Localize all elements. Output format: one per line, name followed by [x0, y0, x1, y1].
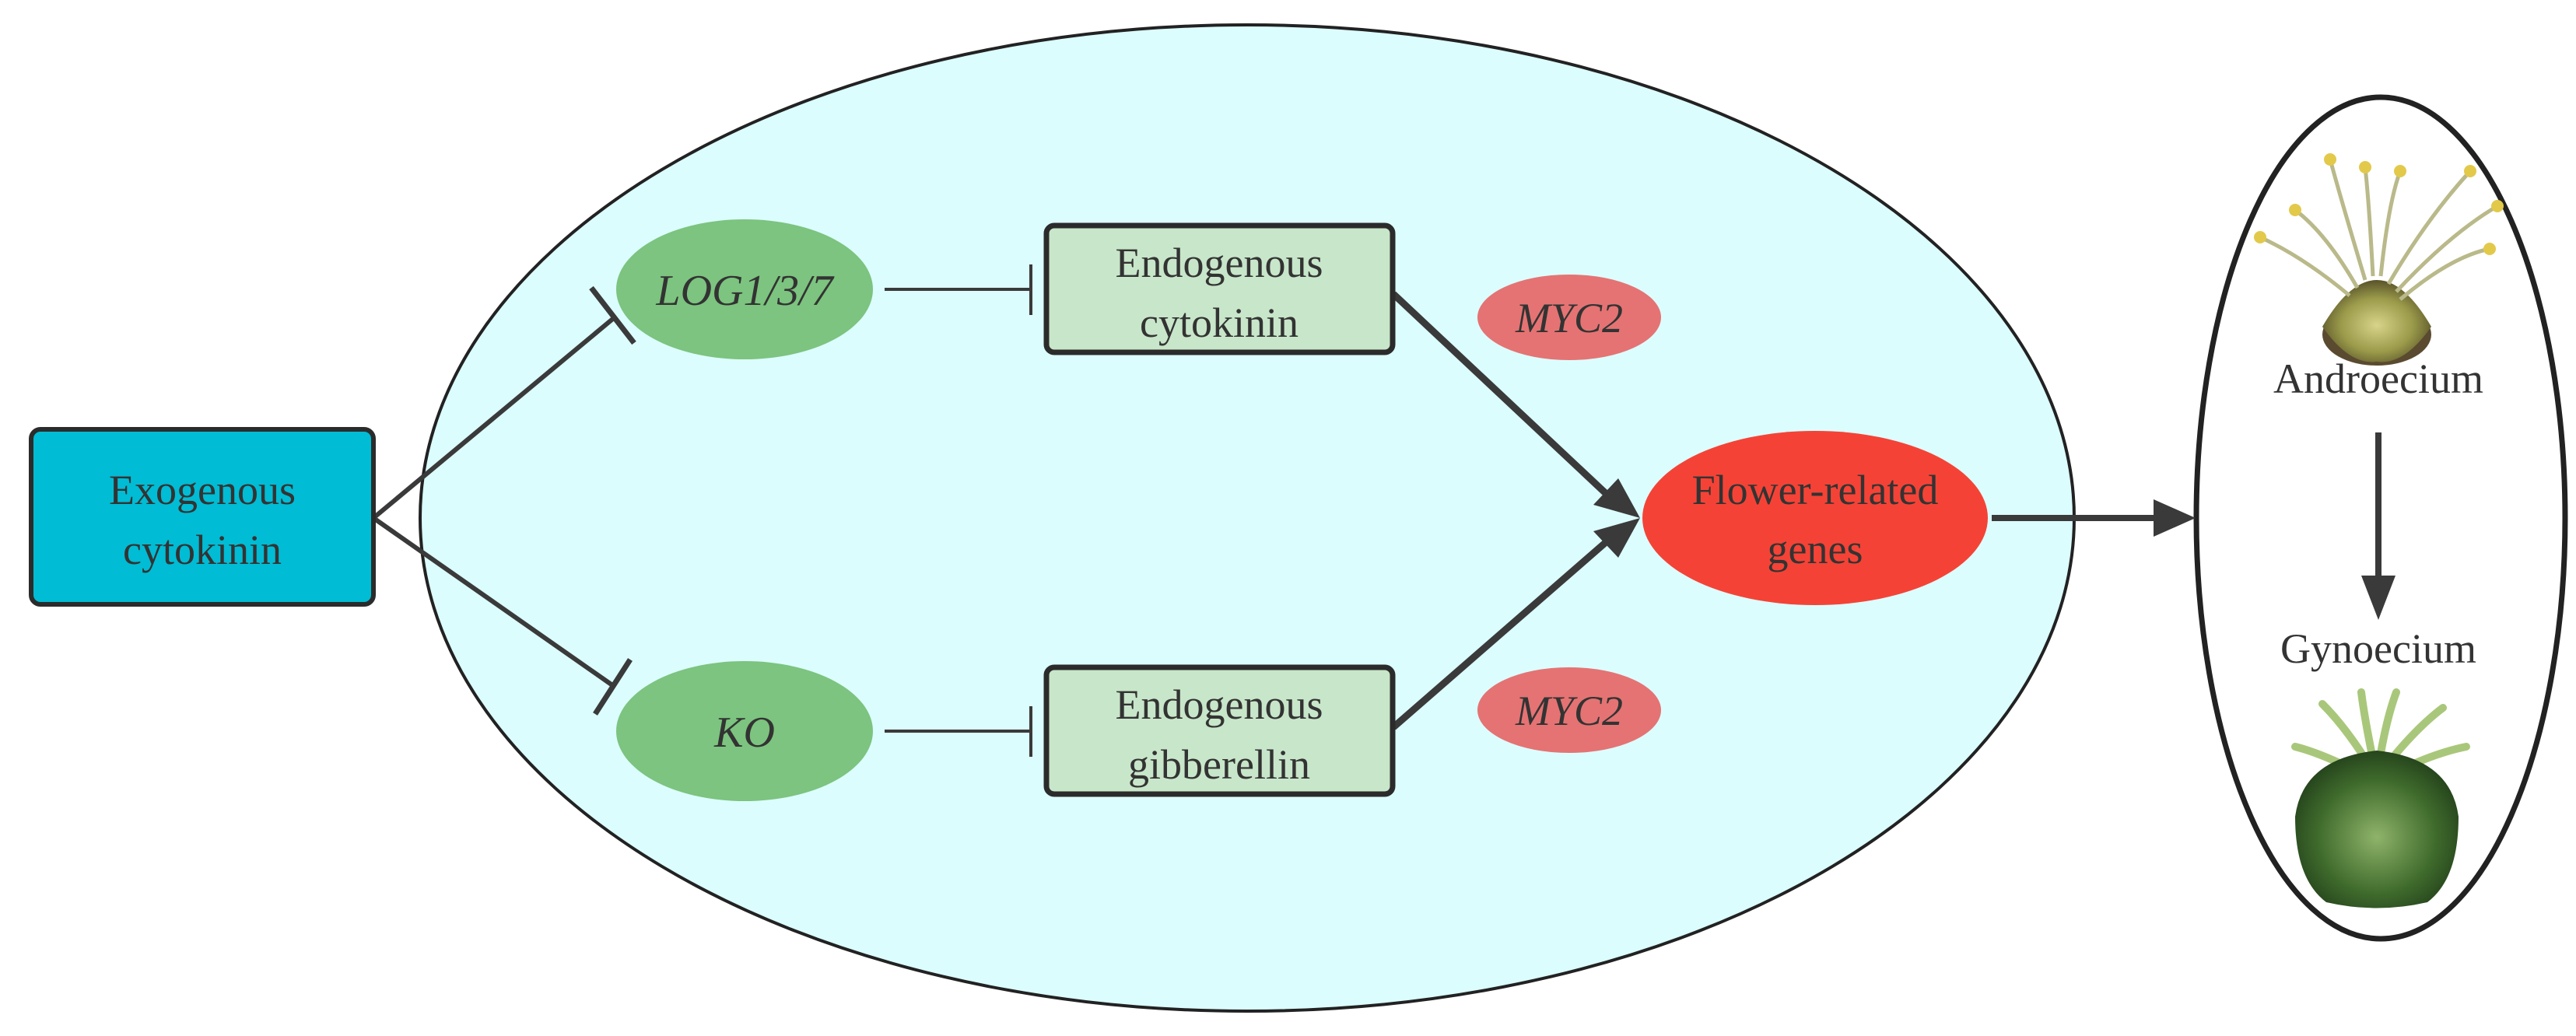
exogenous-cytokinin-label-line2: cytokinin	[123, 527, 282, 573]
flower-genes-label-line1: Flower-related	[1692, 467, 1939, 513]
exogenous-cytokinin-node: Exogenous cytokinin	[29, 427, 376, 607]
myc2-lower-node: MYC2	[1477, 667, 1661, 753]
myc2-upper-ellipse	[1477, 275, 1661, 360]
myc2-upper-label: MYC2	[1515, 295, 1623, 341]
endogenous-gibberellin-label-line2: gibberellin	[1128, 741, 1310, 788]
connections	[372, 264, 2396, 757]
endogenous-gibberellin-label-line1: Endogenous	[1116, 681, 1323, 728]
myc2-upper-node: MYC2	[1477, 275, 1661, 360]
endogenous-gibberellin-box	[1043, 664, 1396, 797]
androecium-image	[2254, 153, 2504, 366]
exogenous-to-ko-line	[372, 516, 616, 689]
oval-arrowhead	[2154, 499, 2196, 537]
endogenous-cytokinin-label-line2: cytokinin	[1140, 299, 1299, 346]
log-gene-node: LOG1/3/7	[616, 219, 873, 359]
exogenous-to-log-line	[372, 315, 616, 520]
endogenous-gibberellin-node: Endogenous gibberellin	[1043, 664, 1396, 797]
androecium-label: Androecium	[2273, 355, 2483, 402]
myc2-lower-ellipse	[1477, 667, 1661, 753]
gynoecium-image	[2291, 688, 2470, 908]
gynoecium-label: Gynoecium	[2280, 625, 2476, 672]
endogenous-cytokinin-label-line1: Endogenous	[1116, 240, 1323, 286]
ko-gene-label: KO	[713, 709, 775, 757]
flower-genes-ellipse	[1642, 431, 1988, 605]
log-gene-label: LOG1/3/7	[655, 267, 834, 315]
log-inhibition-bar	[589, 285, 636, 345]
flower-genes-label-line2: genes	[1768, 526, 1863, 572]
ko-gene-ellipse	[616, 661, 873, 801]
myc2-lower-label: MYC2	[1515, 688, 1623, 734]
cytokinin-arrowhead	[1593, 478, 1640, 518]
exogenous-cytokinin-box	[29, 427, 376, 607]
flower-genes-node: Flower-related genes	[1642, 431, 1988, 605]
endogenous-cytokinin-node: Endogenous cytokinin	[1043, 222, 1396, 355]
gynoecium-arrowhead	[2361, 576, 2396, 620]
ko-gene-node: KO	[616, 661, 873, 801]
cytokinin-to-flower-arrow	[1390, 291, 1614, 501]
ko-inhibition-bar	[593, 658, 633, 716]
gibberellin-to-flower-arrow	[1391, 535, 1613, 730]
log-gene-ellipse	[616, 219, 873, 359]
exogenous-cytokinin-label-line1: Exogenous	[109, 467, 296, 513]
endogenous-cytokinin-box	[1043, 222, 1396, 355]
gibberellin-arrowhead	[1593, 518, 1640, 558]
